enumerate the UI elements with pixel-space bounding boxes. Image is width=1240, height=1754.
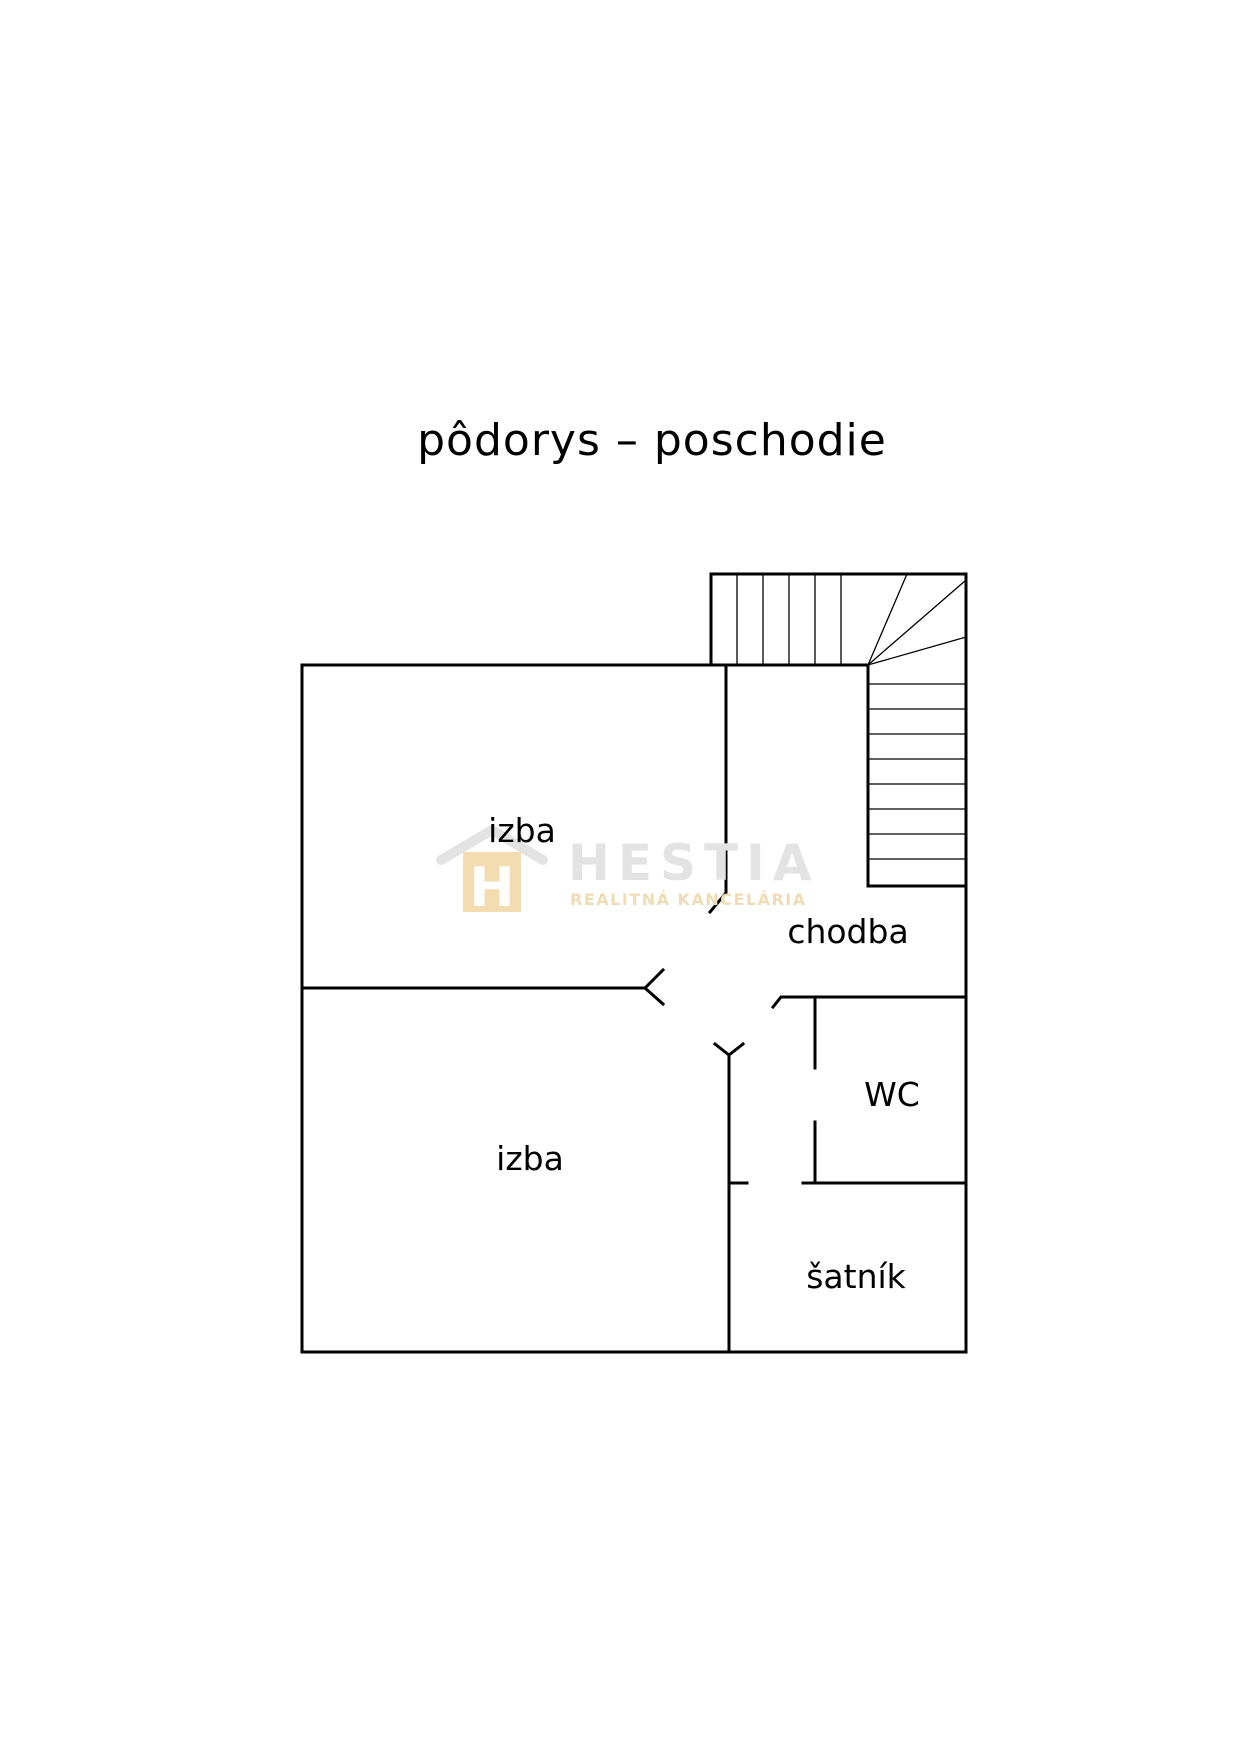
door-izba-top	[642, 967, 666, 1007]
room-label-izba-top: izba	[488, 811, 556, 850]
room-label-wc: WC	[864, 1075, 920, 1114]
logo-roof-icon	[436, 825, 548, 865]
watermark-brand: HESTIA	[568, 834, 819, 892]
logo-letter: H	[469, 856, 514, 919]
stair-treads-top	[736, 573, 842, 666]
wall-chodba-wc	[770, 995, 968, 1010]
stair-treads-right	[867, 683, 967, 860]
hestia-watermark: H HESTIA REALITNÁ KANCELÁRIA	[436, 825, 819, 919]
stair-treads-winder	[867, 573, 967, 666]
room-label-izba-bottom: izba	[496, 1139, 564, 1178]
page-title: pôdorys – poschodie	[417, 415, 887, 466]
room-label-satnik: šatník	[806, 1257, 906, 1296]
logo-house-icon	[463, 852, 521, 912]
wall-izba-top-right	[707, 663, 728, 915]
room-label-chodba: chodba	[787, 912, 908, 951]
door-izba-bottom	[712, 1041, 746, 1057]
watermark-tagline: REALITNÁ KANCELÁRIA	[570, 890, 807, 909]
